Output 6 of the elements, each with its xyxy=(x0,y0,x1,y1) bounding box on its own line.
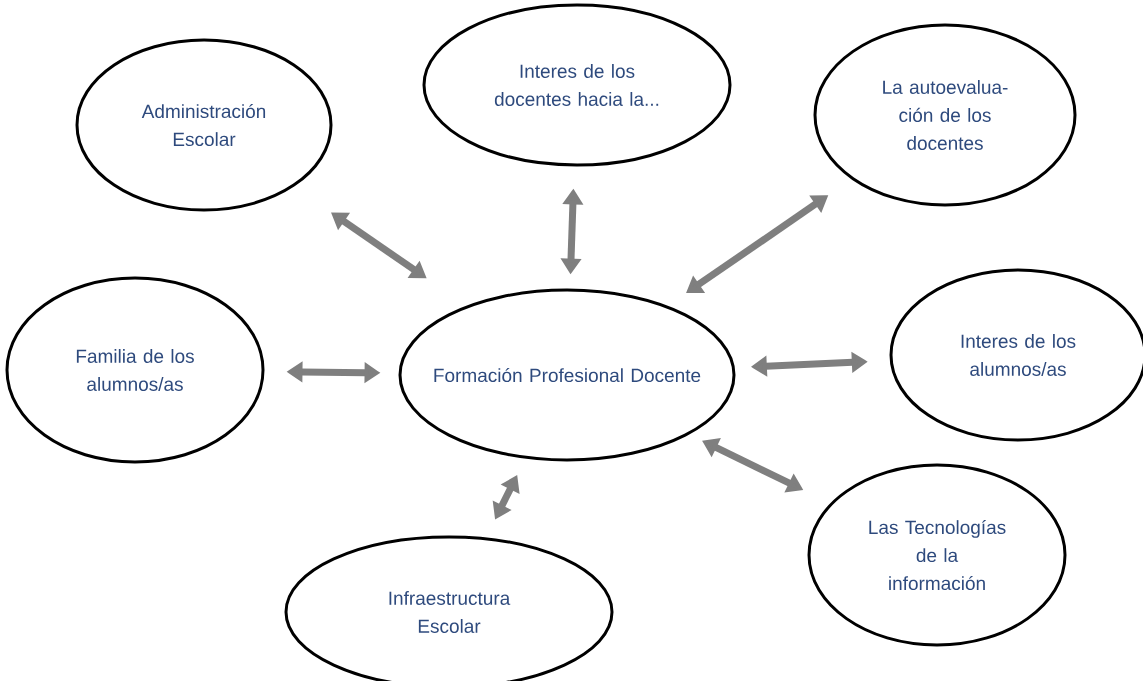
ellipse-node: Administración Escolar xyxy=(75,38,333,212)
ellipse-node: Interes de los docentes hacia la... xyxy=(422,3,732,167)
ellipse-node: Familia de los alumnos/as xyxy=(5,276,265,464)
ellipse-node: La autoevalua- ción de los docentes xyxy=(813,23,1077,207)
ellipse-node: Formación Profesional Docente xyxy=(398,288,736,462)
ellipse-node: Las Tecnologías de la información xyxy=(807,463,1067,647)
